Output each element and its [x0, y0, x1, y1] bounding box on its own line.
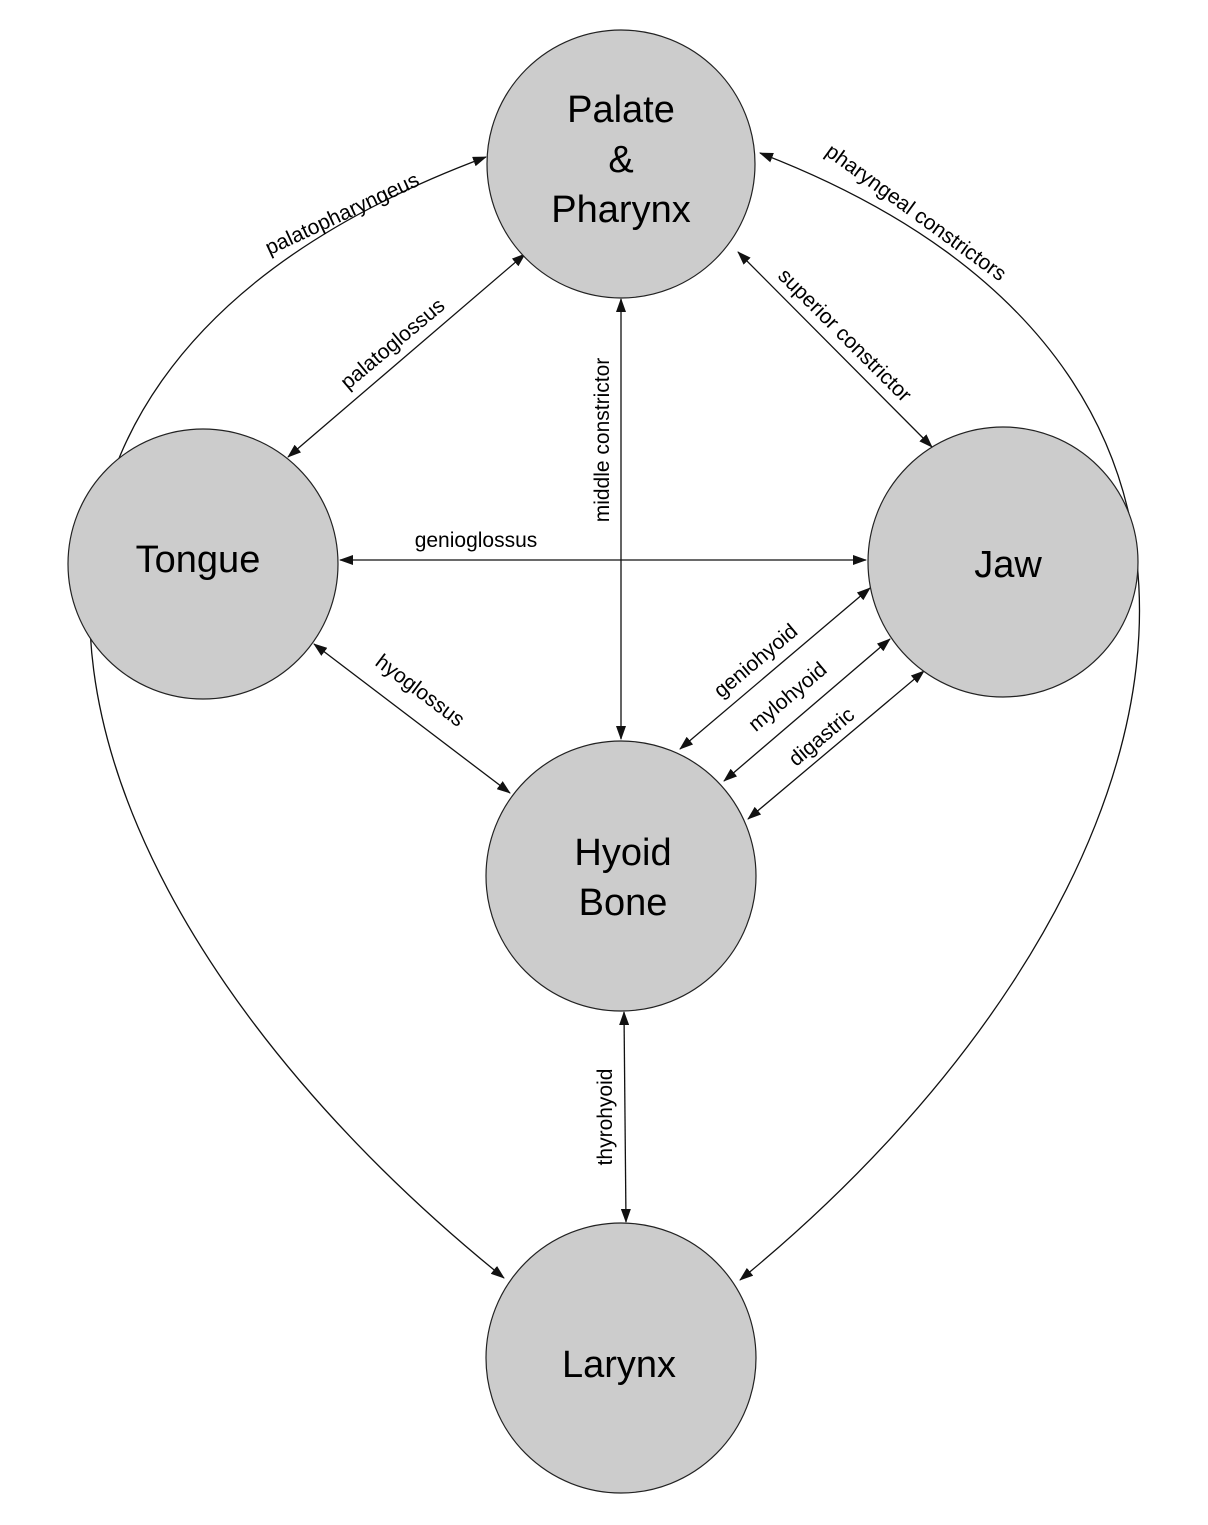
node-circle-larynx: [485, 1222, 757, 1494]
edge-pharyngeal-constrictors: [739, 152, 1140, 1281]
label-pharyngeal-constrictors: pharyngeal constrictors: [821, 140, 1010, 286]
label-palatopharyngeus: palatopharyngeus: [262, 168, 423, 259]
node-jaw: Jaw: [867, 426, 1139, 698]
label-superior-constrictor: superior constrictor: [773, 264, 916, 407]
node-label-tongue: Tongue: [136, 539, 261, 581]
node-tongue: Tongue: [67, 428, 339, 700]
edge-thyrohyoid: [619, 1011, 631, 1223]
node-label-bone: Bone: [579, 882, 668, 924]
label-palatoglossus: palatoglossus: [336, 294, 449, 394]
node-label-larynx: Larynx: [562, 1344, 676, 1386]
edge-palatopharyngeus: [89, 156, 505, 1279]
edges: [89, 152, 1140, 1281]
node-circle-jaw: [867, 426, 1139, 698]
label-middle-constrictor: middle constrictor: [591, 358, 614, 523]
node-hyoid-bone: Hyoid Bone: [485, 740, 757, 1012]
label-thyrohyoid: thyrohyoid: [594, 1069, 617, 1166]
edge-superior-constrictor: [737, 251, 933, 448]
edge-hyoglossus: [313, 643, 511, 794]
label-hyoglossus: hyoglossus: [371, 650, 469, 732]
node-circle-hyoid: [485, 740, 757, 1012]
node-label-palate: Palate: [567, 89, 675, 131]
node-label-jaw: Jaw: [974, 544, 1042, 586]
node-larynx: Larynx: [485, 1222, 757, 1494]
label-digastric: digastric: [784, 703, 859, 771]
node-circle-tongue: [67, 428, 339, 700]
edge-palatoglossus: [287, 253, 526, 458]
node-circle-palate: [486, 29, 756, 299]
node-palate-pharynx: Palate & Pharynx: [486, 29, 756, 299]
node-label-hyoid: Hyoid: [574, 832, 671, 874]
label-genioglossus: genioglossus: [415, 529, 538, 552]
node-label-ampersand: &: [608, 139, 633, 181]
node-label-pharynx: Pharynx: [551, 189, 690, 231]
edge-digastric: [747, 670, 925, 820]
